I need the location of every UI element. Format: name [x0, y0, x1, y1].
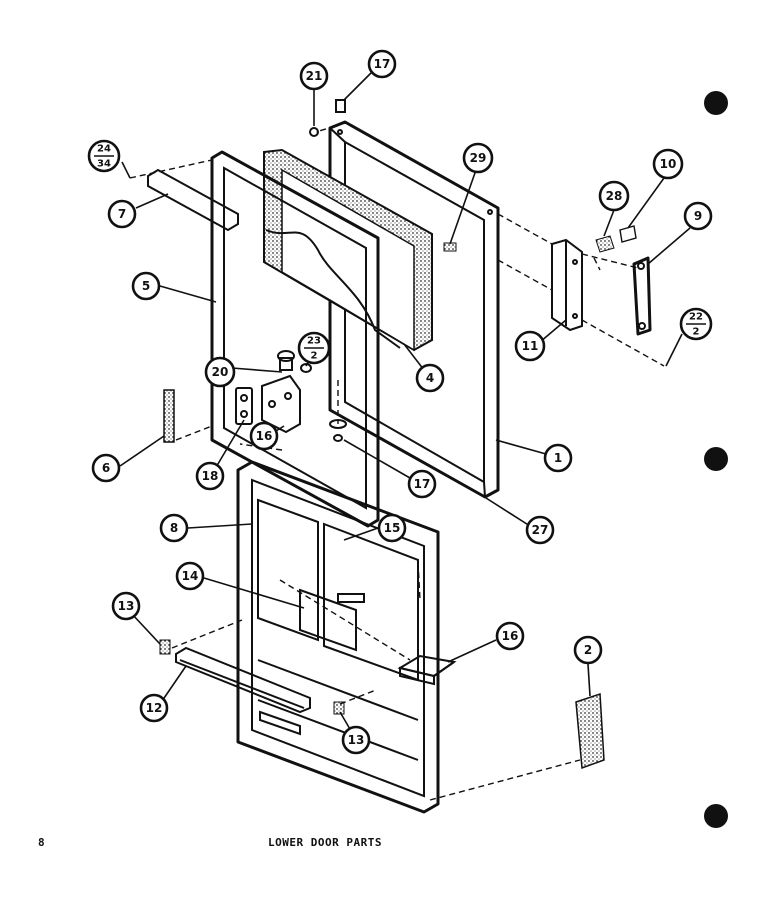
callout-13-bottom: 13 — [341, 725, 371, 755]
svg-text:16: 16 — [502, 629, 519, 643]
part-clip-13a — [159, 639, 171, 655]
callout-16-bottom: 16 — [495, 621, 525, 651]
svg-text:5: 5 — [142, 279, 150, 293]
svg-text:7: 7 — [118, 207, 126, 221]
svg-text:2: 2 — [311, 351, 318, 362]
svg-text:9: 9 — [694, 209, 702, 223]
part-handle — [632, 256, 652, 336]
callout-20: 20 — [204, 356, 236, 388]
callout-12: 12 — [139, 693, 169, 723]
part-side-plate — [163, 389, 175, 443]
svg-text:15: 15 — [384, 521, 401, 535]
registration-dot-middle — [704, 447, 728, 471]
part-tray — [397, 654, 457, 686]
svg-text:21: 21 — [306, 69, 323, 83]
svg-text:18: 18 — [202, 469, 219, 483]
svg-text:29: 29 — [470, 151, 487, 165]
callout-17-top: 17 — [367, 49, 397, 79]
callout-8: 8 — [159, 513, 189, 543]
svg-text:4: 4 — [426, 371, 434, 385]
part-insulation — [263, 148, 433, 352]
page-number: 8 — [38, 836, 46, 849]
svg-text:13: 13 — [118, 599, 135, 613]
part-hardware-small — [309, 99, 347, 442]
svg-text:14: 14 — [182, 569, 199, 583]
leader-lines — [119, 67, 691, 737]
callout-23-2: 23 2 — [297, 331, 331, 365]
callout-11: 11 — [514, 330, 546, 362]
callout-27: 27 — [525, 515, 555, 545]
part-hinge-bracket — [235, 350, 312, 434]
callout-4: 4 — [415, 363, 445, 393]
registration-dot-top — [704, 91, 728, 115]
callout-21: 21 — [299, 61, 329, 91]
callout-16-top: 16 — [249, 421, 279, 451]
callout-24-34: 24 34 — [87, 139, 121, 173]
svg-text:24: 24 — [97, 144, 111, 155]
svg-text:20: 20 — [212, 365, 229, 379]
svg-text:12: 12 — [146, 701, 163, 715]
part-bottom-rail — [175, 646, 311, 714]
svg-text:16: 16 — [256, 429, 273, 443]
callout-10: 10 — [652, 148, 684, 180]
callout-15: 15 — [377, 513, 407, 543]
callout-1: 1 — [543, 443, 573, 473]
part-clip-13b — [333, 701, 345, 715]
registration-dot-bottom — [704, 804, 728, 828]
callout-28: 28 — [598, 180, 630, 212]
part-end-cap — [575, 692, 605, 770]
diagram-caption: LOWER DOOR PARTS — [268, 836, 382, 849]
callout-22-2: 22 2 — [679, 307, 713, 341]
callout-13-left: 13 — [111, 591, 141, 621]
svg-text:27: 27 — [532, 523, 549, 537]
svg-text:28: 28 — [606, 189, 623, 203]
callout-9: 9 — [683, 201, 713, 231]
svg-text:17: 17 — [374, 57, 391, 71]
callout-6: 6 — [91, 453, 121, 483]
callout-14: 14 — [175, 561, 205, 591]
callout-17-mid: 17 — [407, 469, 437, 499]
callout-5: 5 — [131, 271, 161, 301]
callout-18: 18 — [195, 461, 225, 491]
part-spacer-28 — [595, 235, 615, 253]
svg-text:34: 34 — [97, 159, 111, 170]
svg-text:13: 13 — [348, 733, 365, 747]
svg-text:17: 17 — [414, 477, 431, 491]
part-door-frame — [328, 120, 500, 499]
part-clip — [443, 242, 457, 252]
callout-29: 29 — [462, 142, 494, 174]
callout-2: 2 — [573, 635, 603, 665]
svg-text:1: 1 — [554, 451, 562, 465]
svg-text:10: 10 — [660, 157, 677, 171]
callout-7: 7 — [107, 199, 137, 229]
part-lower-panel — [236, 460, 440, 814]
svg-text:8: 8 — [170, 521, 178, 535]
part-handle-bracket — [551, 238, 583, 332]
part-top-trim — [147, 168, 239, 232]
svg-text:22: 22 — [689, 312, 703, 323]
svg-text:2: 2 — [693, 327, 700, 338]
part-gasket — [210, 150, 380, 528]
part-spacer-10 — [619, 225, 637, 243]
svg-text:11: 11 — [522, 339, 539, 353]
svg-text:2: 2 — [584, 643, 592, 657]
svg-text:23: 23 — [307, 336, 321, 347]
svg-text:6: 6 — [102, 461, 110, 475]
